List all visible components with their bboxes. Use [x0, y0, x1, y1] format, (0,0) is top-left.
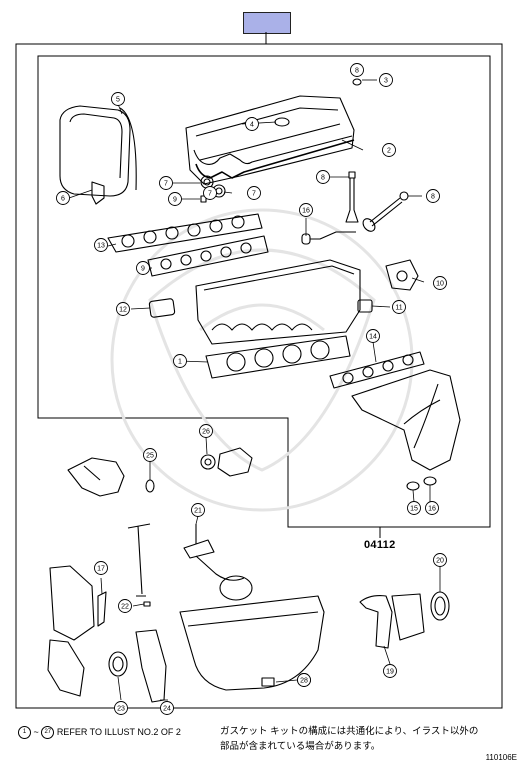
japanese-note-line2: 部品が含まれている場合があります。	[220, 741, 381, 752]
callout-10: 10	[433, 276, 447, 290]
callout-16: 16	[425, 501, 439, 515]
callout-label: 4	[250, 122, 254, 129]
head-gasket-1	[205, 335, 351, 379]
callout-16: 16	[299, 203, 313, 217]
callout-13: 13	[94, 238, 108, 252]
japanese-note-line1: ガスケット キットの構成には共通化により、イラスト以外の	[220, 726, 479, 737]
callout-17: 17	[94, 561, 108, 575]
callout-label: 7	[208, 191, 212, 198]
callout-label: 19	[386, 669, 394, 676]
callout-7: 7	[247, 186, 261, 200]
timing-cover	[59, 105, 131, 197]
watermark-emblem	[110, 208, 414, 512]
callout-20: 20	[433, 553, 447, 567]
callout-8: 8	[350, 63, 364, 77]
illustration-code: 110106E	[485, 753, 517, 762]
lower-cover-19	[49, 565, 95, 641]
callout-19: 19	[383, 664, 397, 678]
callout-label: 3	[384, 78, 388, 85]
cylinder-head	[195, 259, 361, 345]
callout-8: 8	[426, 189, 440, 203]
callout-label: 15	[410, 506, 418, 513]
kit-part-number: 04112	[364, 539, 396, 551]
range-end-badge: 27	[41, 726, 55, 739]
callout-label: 26	[202, 429, 210, 436]
water-outlet	[67, 457, 125, 497]
callout-label: 1	[178, 359, 182, 366]
gasket-10	[385, 259, 419, 291]
callout-label: 6	[61, 196, 65, 203]
callout-label: 11	[395, 305, 402, 312]
refer-note-text: REFER TO ILLUST NO.2 OF 2	[56, 726, 181, 737]
callout-26: 26	[199, 424, 213, 438]
japanese-note: ガスケット キットの構成には共通化により、イラスト以外の 部品が含まれている場合…	[220, 724, 510, 754]
callout-label: 14	[369, 334, 377, 341]
callout-22: 22	[118, 599, 132, 613]
kit-header-tab	[243, 12, 291, 34]
kit-frame	[37, 55, 491, 528]
oil-pan	[179, 595, 325, 691]
intake-gasket-14	[147, 235, 269, 277]
callout-label: 16	[302, 208, 310, 215]
callout-28: 28	[297, 673, 311, 687]
callout-14: 14	[366, 329, 380, 343]
callout-label: 16	[428, 506, 436, 513]
callout-15: 15	[407, 501, 421, 515]
callout-label: 5	[116, 97, 120, 104]
callout-12: 12	[116, 302, 130, 316]
outer-frame	[15, 32, 503, 709]
callout-label: 28	[300, 678, 308, 685]
callout-label: 17	[97, 566, 105, 573]
callout-label: 9	[173, 197, 177, 204]
callout-label: 25	[146, 453, 154, 460]
callout-label: 2	[387, 148, 391, 155]
head-cover	[185, 95, 355, 185]
callout-label: 22	[121, 604, 129, 611]
callout-label: 21	[194, 508, 202, 515]
callout-21: 21	[191, 503, 205, 517]
refer-note: 1 ~ 27 REFER TO ILLUST NO.2 OF 2	[18, 726, 181, 739]
seal-retainer-20	[359, 595, 393, 649]
exhaust-gasket-13	[107, 213, 263, 253]
callout-label: 23	[117, 706, 125, 713]
callout-label: 9	[141, 266, 145, 273]
callout-label: 20	[436, 558, 444, 565]
callout-11: 11	[392, 300, 406, 314]
callout-label: 10	[436, 281, 444, 288]
callout-label: 7	[252, 191, 256, 198]
callout-23: 23	[114, 701, 128, 715]
callout-label: 8	[321, 175, 325, 182]
callout-label: 13	[97, 243, 105, 250]
callout-label: 8	[431, 194, 435, 201]
exhaust-manifold	[351, 369, 461, 471]
callout-3: 3	[379, 73, 393, 87]
callout-24: 24	[160, 701, 174, 715]
callout-7: 7	[203, 186, 217, 200]
callout-label: 12	[119, 307, 127, 314]
callout-label: 7	[164, 181, 168, 188]
callout-7: 7	[159, 176, 173, 190]
callout-4: 4	[245, 117, 259, 131]
callout-2: 2	[382, 143, 396, 157]
callout-9: 9	[168, 192, 182, 206]
callout-5: 5	[111, 92, 125, 106]
callout-6: 6	[56, 191, 70, 205]
gasket-12	[148, 298, 176, 318]
callout-label: 24	[163, 706, 171, 713]
exhaust-gasket-15	[329, 351, 425, 389]
callout-1: 1	[173, 354, 187, 368]
callout-9: 9	[136, 261, 150, 275]
range-start-badge: 1	[18, 726, 31, 739]
callout-8: 8	[316, 170, 330, 184]
callout-label: 8	[355, 68, 359, 75]
callout-25: 25	[143, 448, 157, 462]
